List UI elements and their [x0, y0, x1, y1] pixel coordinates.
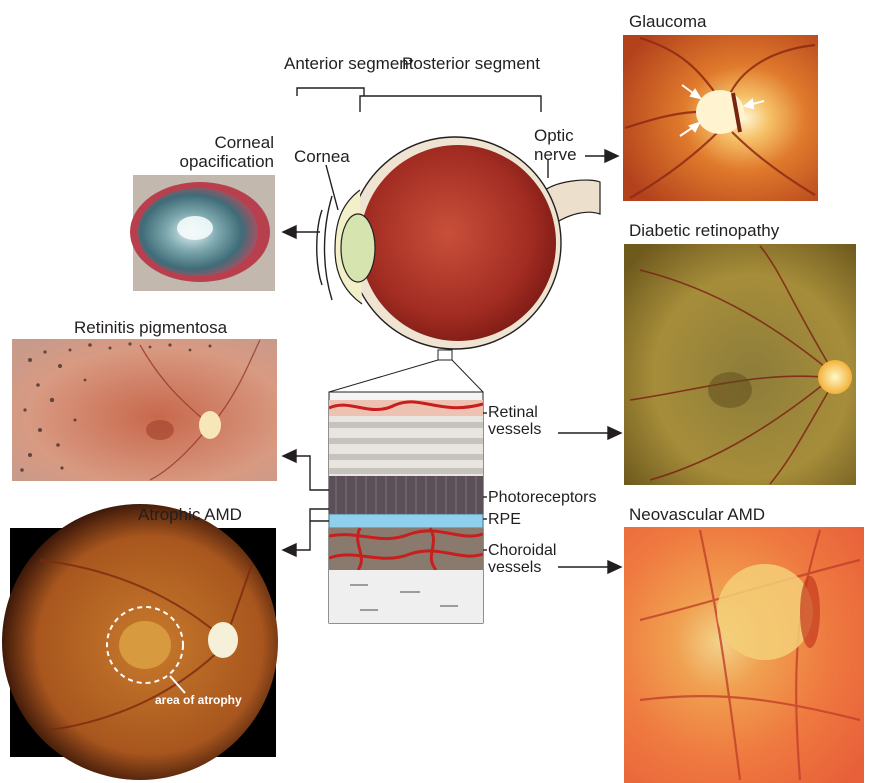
cornea-label: Cornea — [294, 147, 350, 166]
diabetic-retinopathy-title: Diabetic retinopathy — [629, 221, 779, 240]
anterior-segment-label: Anterior segment — [284, 54, 380, 73]
posterior-segment-label: Posterior segment — [402, 54, 498, 73]
eye-cross-section — [317, 137, 600, 360]
photoreceptors-label: Photoreceptors — [488, 489, 597, 506]
retina-layers-panel — [329, 392, 483, 623]
choroidal-vessels-label: Choroidal vessels — [488, 542, 558, 576]
area-of-atrophy-label: area of atrophy — [155, 693, 242, 707]
zoom-lines — [329, 360, 483, 392]
rpe-label: RPE — [488, 511, 521, 528]
retinitis-pigmentosa-photo — [12, 339, 277, 481]
retinal-vessels-label: Retinal vessels — [488, 404, 558, 438]
corneal-opacification-title: Corneal opacification — [168, 133, 274, 171]
diabetic-retinopathy-photo — [624, 244, 856, 485]
atrophic-amd-title: Atrophic AMD — [138, 505, 242, 524]
glaucoma-photo — [623, 35, 818, 201]
retinitis-pigmentosa-title: Retinitis pigmentosa — [74, 318, 227, 337]
corneal-opacification-photo — [130, 175, 275, 291]
optic-nerve-label: Optic nerve — [534, 126, 584, 164]
glaucoma-title: Glaucoma — [629, 12, 706, 31]
atrophic-amd-photo — [0, 500, 300, 783]
neovascular-amd-photo — [624, 527, 864, 783]
neovascular-amd-title: Neovascular AMD — [629, 505, 765, 524]
